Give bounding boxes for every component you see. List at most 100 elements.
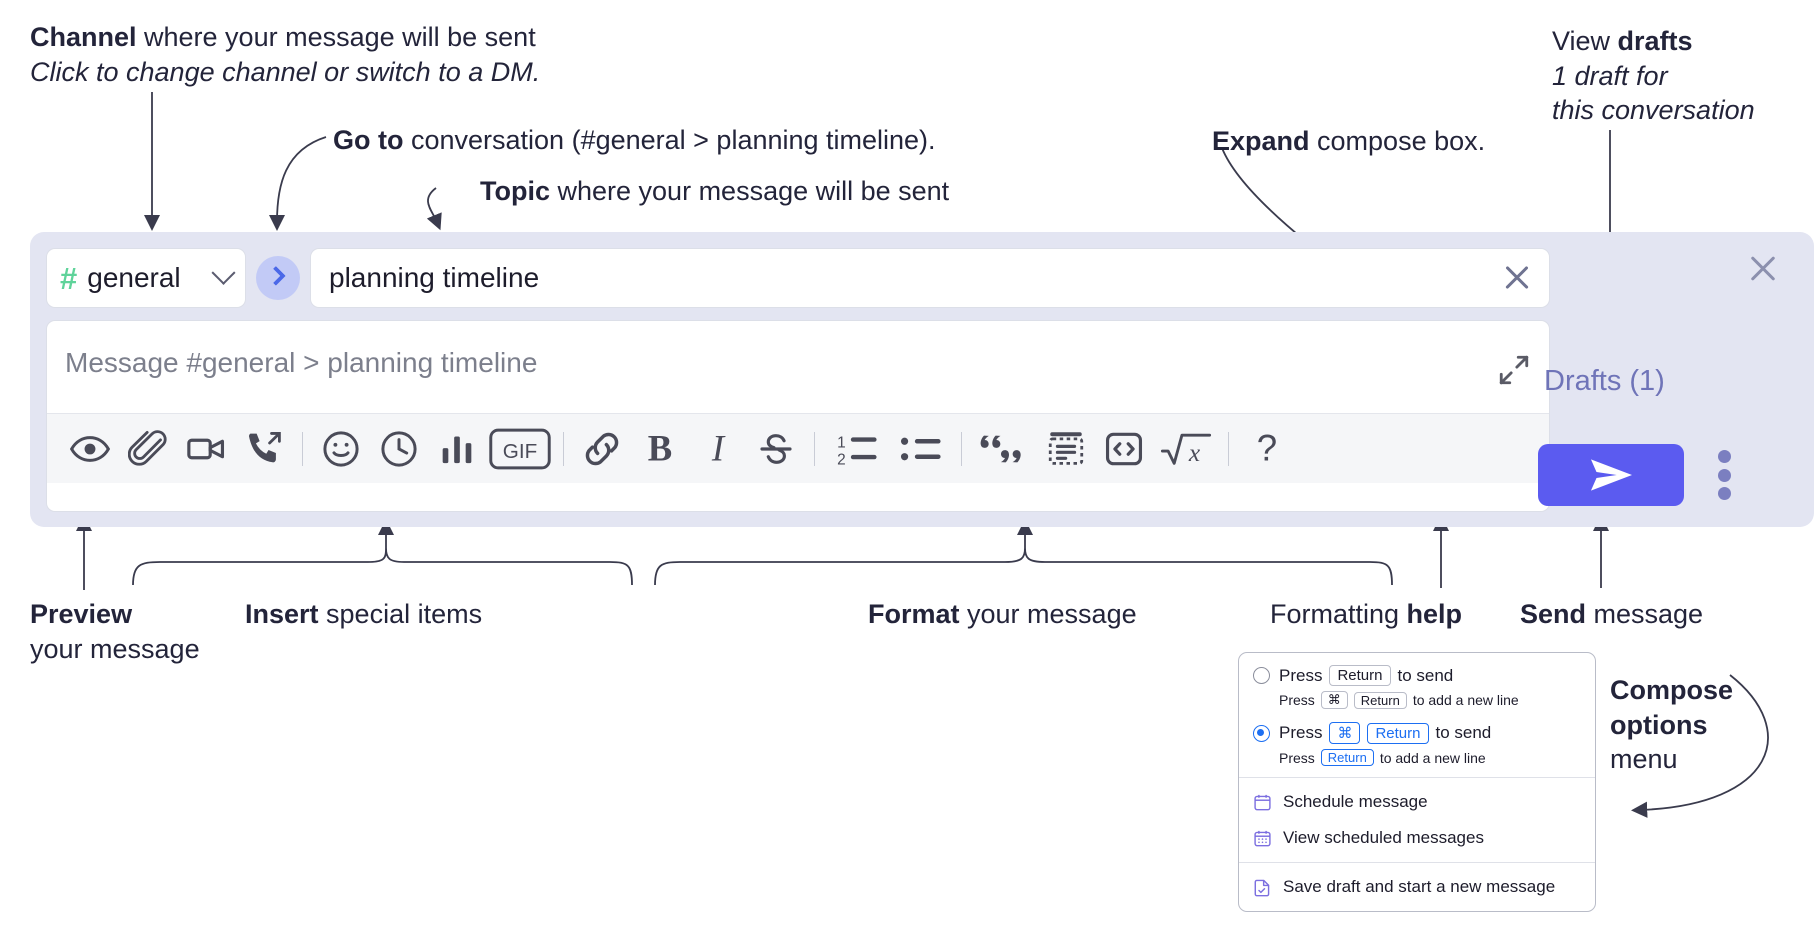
svg-text:2: 2 [837,451,846,468]
annotation-compose-options: Compose options menu [1610,673,1733,777]
menu-item-label: View scheduled messages [1283,828,1484,847]
annotation-goto-rest: conversation (#general > planning timeli… [403,125,936,155]
sub-pre: Press [1279,692,1315,708]
compose-options-menu: Press Return to send Press ⌘ Return to a… [1238,652,1596,912]
attach-file-button[interactable] [119,420,177,478]
annotation-expand: Expand compose box. [1212,124,1485,159]
annotation-send-bold: Send [1520,599,1587,629]
annotation-insert: Insert special items [245,597,482,632]
strikethrough-icon[interactable] [747,420,805,478]
compose-panel: # general planning timeline Message #gen… [30,232,1814,527]
annotation-expand-bold: Expand [1212,126,1310,156]
annotation-send: Send message [1520,597,1703,632]
annotation-expand-rest: compose box. [1309,126,1486,156]
menu-item-save-draft[interactable]: Save draft and start a new message [1239,869,1595,905]
channel-name: general [87,262,181,293]
send-option-return-sub: Press ⌘ Return to add a new line [1239,688,1595,712]
annotation-preview-bold: Preview [30,599,133,629]
menu-item-label: Schedule message [1283,792,1428,811]
annotation-drafts-italic2: this conversation [1552,95,1755,126]
drafts-link[interactable]: Drafts (1) [1544,365,1665,397]
gif-button[interactable]: GIF [486,420,554,478]
annotation-send-rest: message [1586,599,1704,629]
phone-arrow-icon[interactable] [235,420,293,478]
sub-post: to add a new line [1379,749,1486,766]
menu-divider [1239,862,1595,863]
quote-icon[interactable] [971,420,1037,478]
annotation-goto: Go to conversation (#general > planning … [333,123,936,158]
gif-label: GIF [503,439,537,462]
ordered-list-icon[interactable]: 1 2 [824,420,888,478]
annotation-compose-options-bold2: options [1610,709,1708,740]
annotation-compose-options-bold1: Compose [1610,675,1734,705]
send-shortcut-options: Press Return to send Press ⌘ Return to a… [1239,653,1595,777]
menu-item-view-scheduled[interactable]: View scheduled messages [1239,820,1595,856]
key-return: Return [1329,665,1391,686]
send-option-cmd-return-post: to send [1435,723,1492,742]
annotation-topic-bold: Topic [480,176,550,206]
smiley-icon[interactable] [312,420,370,478]
annotation-help-bold: help [1406,599,1463,629]
annotation-preview-rest: your message [30,633,200,664]
radio-unselected-icon[interactable] [1253,667,1270,684]
send-paper-plane-icon [1590,459,1632,491]
clock-icon[interactable] [370,420,428,478]
annotation-compose-options-rest: menu [1610,744,1678,775]
annotation-drafts-plain: View [1552,26,1618,56]
preview-button[interactable] [61,420,119,478]
compose-inner: # general planning timeline Message #gen… [46,246,1550,512]
divider-2 [563,431,564,466]
annotation-insert-rest: special items [318,599,483,629]
menu-divider [1239,777,1595,778]
annotation-format-bold: Format [868,599,960,629]
bold-label: B [648,429,672,469]
italic-button[interactable]: I [689,420,747,478]
annotation-channel-bold: Channel [30,22,137,52]
divider-4 [961,431,962,466]
hash-icon: # [60,260,78,296]
question-mark-icon: ? [1257,429,1277,469]
draft-section: Save draft and start a new message [1239,863,1595,911]
menu-item-schedule-message[interactable]: Schedule message [1239,784,1595,820]
send-option-cmd-return[interactable]: Press ⌘ Return to send [1239,720,1595,746]
divider-1 [302,431,303,466]
more-options-icon[interactable] [1714,450,1734,500]
annotation-format: Format your message [868,597,1137,632]
video-camera-icon[interactable] [177,420,235,478]
bar-chart-icon[interactable] [428,420,486,478]
close-icon[interactable] [1746,252,1780,286]
channel-select[interactable]: # general [46,248,246,308]
chevron-right-icon [265,265,286,286]
file-check-icon [1254,879,1270,896]
topic-field[interactable]: planning timeline [310,248,1550,308]
annotation-drafts-italic1: 1 draft for [1552,60,1668,91]
annotation-help: Formatting help [1270,597,1462,632]
drafts-column: Drafts (1) [1536,232,1798,527]
bulleted-list-icon[interactable] [888,420,952,478]
key-return: Return [1320,749,1374,766]
send-option-return[interactable]: Press Return to send [1239,663,1595,688]
annotation-insert-bold: Insert [245,599,319,629]
code-block-icon[interactable] [1037,420,1095,478]
formatting-help-button[interactable]: ? [1238,420,1296,478]
link-icon[interactable] [573,420,631,478]
divider-3 [814,431,815,466]
close-icon[interactable] [1499,260,1535,296]
menu-item-label: Save draft and start a new message [1283,877,1556,896]
send-button[interactable] [1538,444,1684,506]
math-icon[interactable]: x [1153,420,1219,478]
divider-5 [1228,431,1229,466]
send-option-cmd-return-pre: Press [1279,723,1323,742]
schedule-section: Schedule message View scheduled messages [1239,778,1595,862]
sub-post: to add a new line [1412,692,1519,708]
bold-button[interactable]: B [631,420,689,478]
expand-icon[interactable] [1497,353,1531,387]
message-placeholder: Message #general > planning timeline [65,347,538,378]
goto-conversation-button[interactable] [256,256,300,300]
code-icon[interactable] [1095,420,1153,478]
radio-selected-icon[interactable] [1253,724,1270,742]
send-option-return-pre: Press [1279,665,1323,685]
key-command: ⌘ [1320,691,1348,709]
send-option-return-post: to send [1397,665,1454,685]
message-input[interactable]: Message #general > planning timeline [47,321,1549,413]
